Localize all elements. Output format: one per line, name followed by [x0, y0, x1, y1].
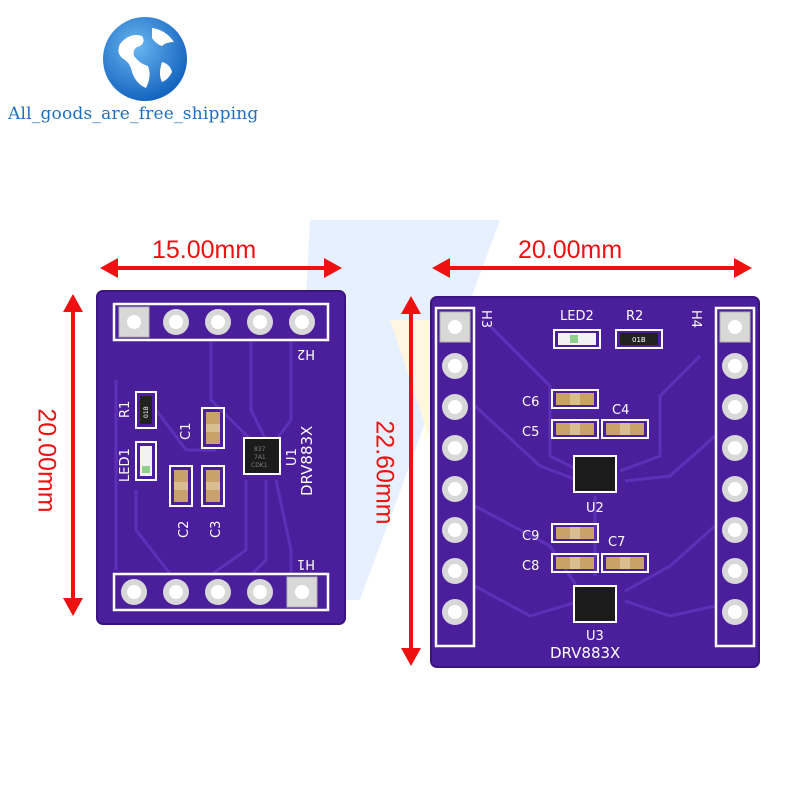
label-c8: C8 — [522, 559, 539, 574]
label-r1: R1 — [118, 401, 133, 418]
r2-code: 01B — [632, 336, 646, 344]
label-h3: H3 — [478, 310, 493, 328]
label-u2: U2 — [586, 501, 604, 516]
chip-marking-1: 837 — [254, 446, 266, 453]
h1-pins — [121, 576, 318, 608]
h2-pins — [118, 306, 315, 338]
chip-marking-3: CDK1 — [251, 462, 268, 469]
label-c9: C9 — [522, 529, 539, 544]
r1-code: 01B — [143, 406, 150, 418]
right-height-label: 22.60mm — [370, 420, 399, 525]
label-c3: C3 — [209, 521, 224, 538]
right-pcb: H3 H4 LED2 R2 01B C6 C5 C4 U2 — [430, 296, 760, 668]
capacitors-left — [169, 407, 225, 507]
label-c5: C5 — [522, 425, 539, 440]
capacitors-lower — [551, 523, 649, 573]
left-width-label: 15.00mm — [152, 236, 257, 264]
label-h4: H4 — [688, 310, 703, 328]
h4-pins — [719, 311, 751, 625]
label-u1: U1 — [285, 448, 300, 466]
h3-pins — [439, 311, 471, 625]
right-width-label: 20.00mm — [518, 236, 623, 264]
label-h1: H1 — [297, 556, 315, 571]
shop-tagline: All_goods_are_free_shipping — [8, 104, 259, 124]
globe-logo-icon — [103, 17, 187, 101]
label-led2: LED2 — [560, 309, 594, 324]
left-chip-label: DRV883X — [298, 426, 316, 496]
label-c6: C6 — [522, 395, 539, 410]
right-chip-label: DRV883X — [550, 644, 620, 662]
label-c4: C4 — [612, 403, 629, 418]
label-led1: LED1 — [118, 448, 133, 482]
chip-marking-2: 7A1 — [254, 454, 266, 461]
label-c1: C1 — [179, 423, 194, 440]
label-u3: U3 — [586, 629, 604, 644]
left-height-label: 20.00mm — [32, 408, 61, 513]
capacitors-upper — [551, 389, 649, 439]
label-c2: C2 — [177, 521, 192, 538]
label-h2: H2 — [297, 346, 315, 361]
label-c7: C7 — [608, 535, 625, 550]
label-r2: R2 — [626, 309, 643, 324]
left-pcb: H2 H1 01B R1 LED1 C1 C2 C3 837 7A1 CDK1 … — [96, 290, 346, 625]
